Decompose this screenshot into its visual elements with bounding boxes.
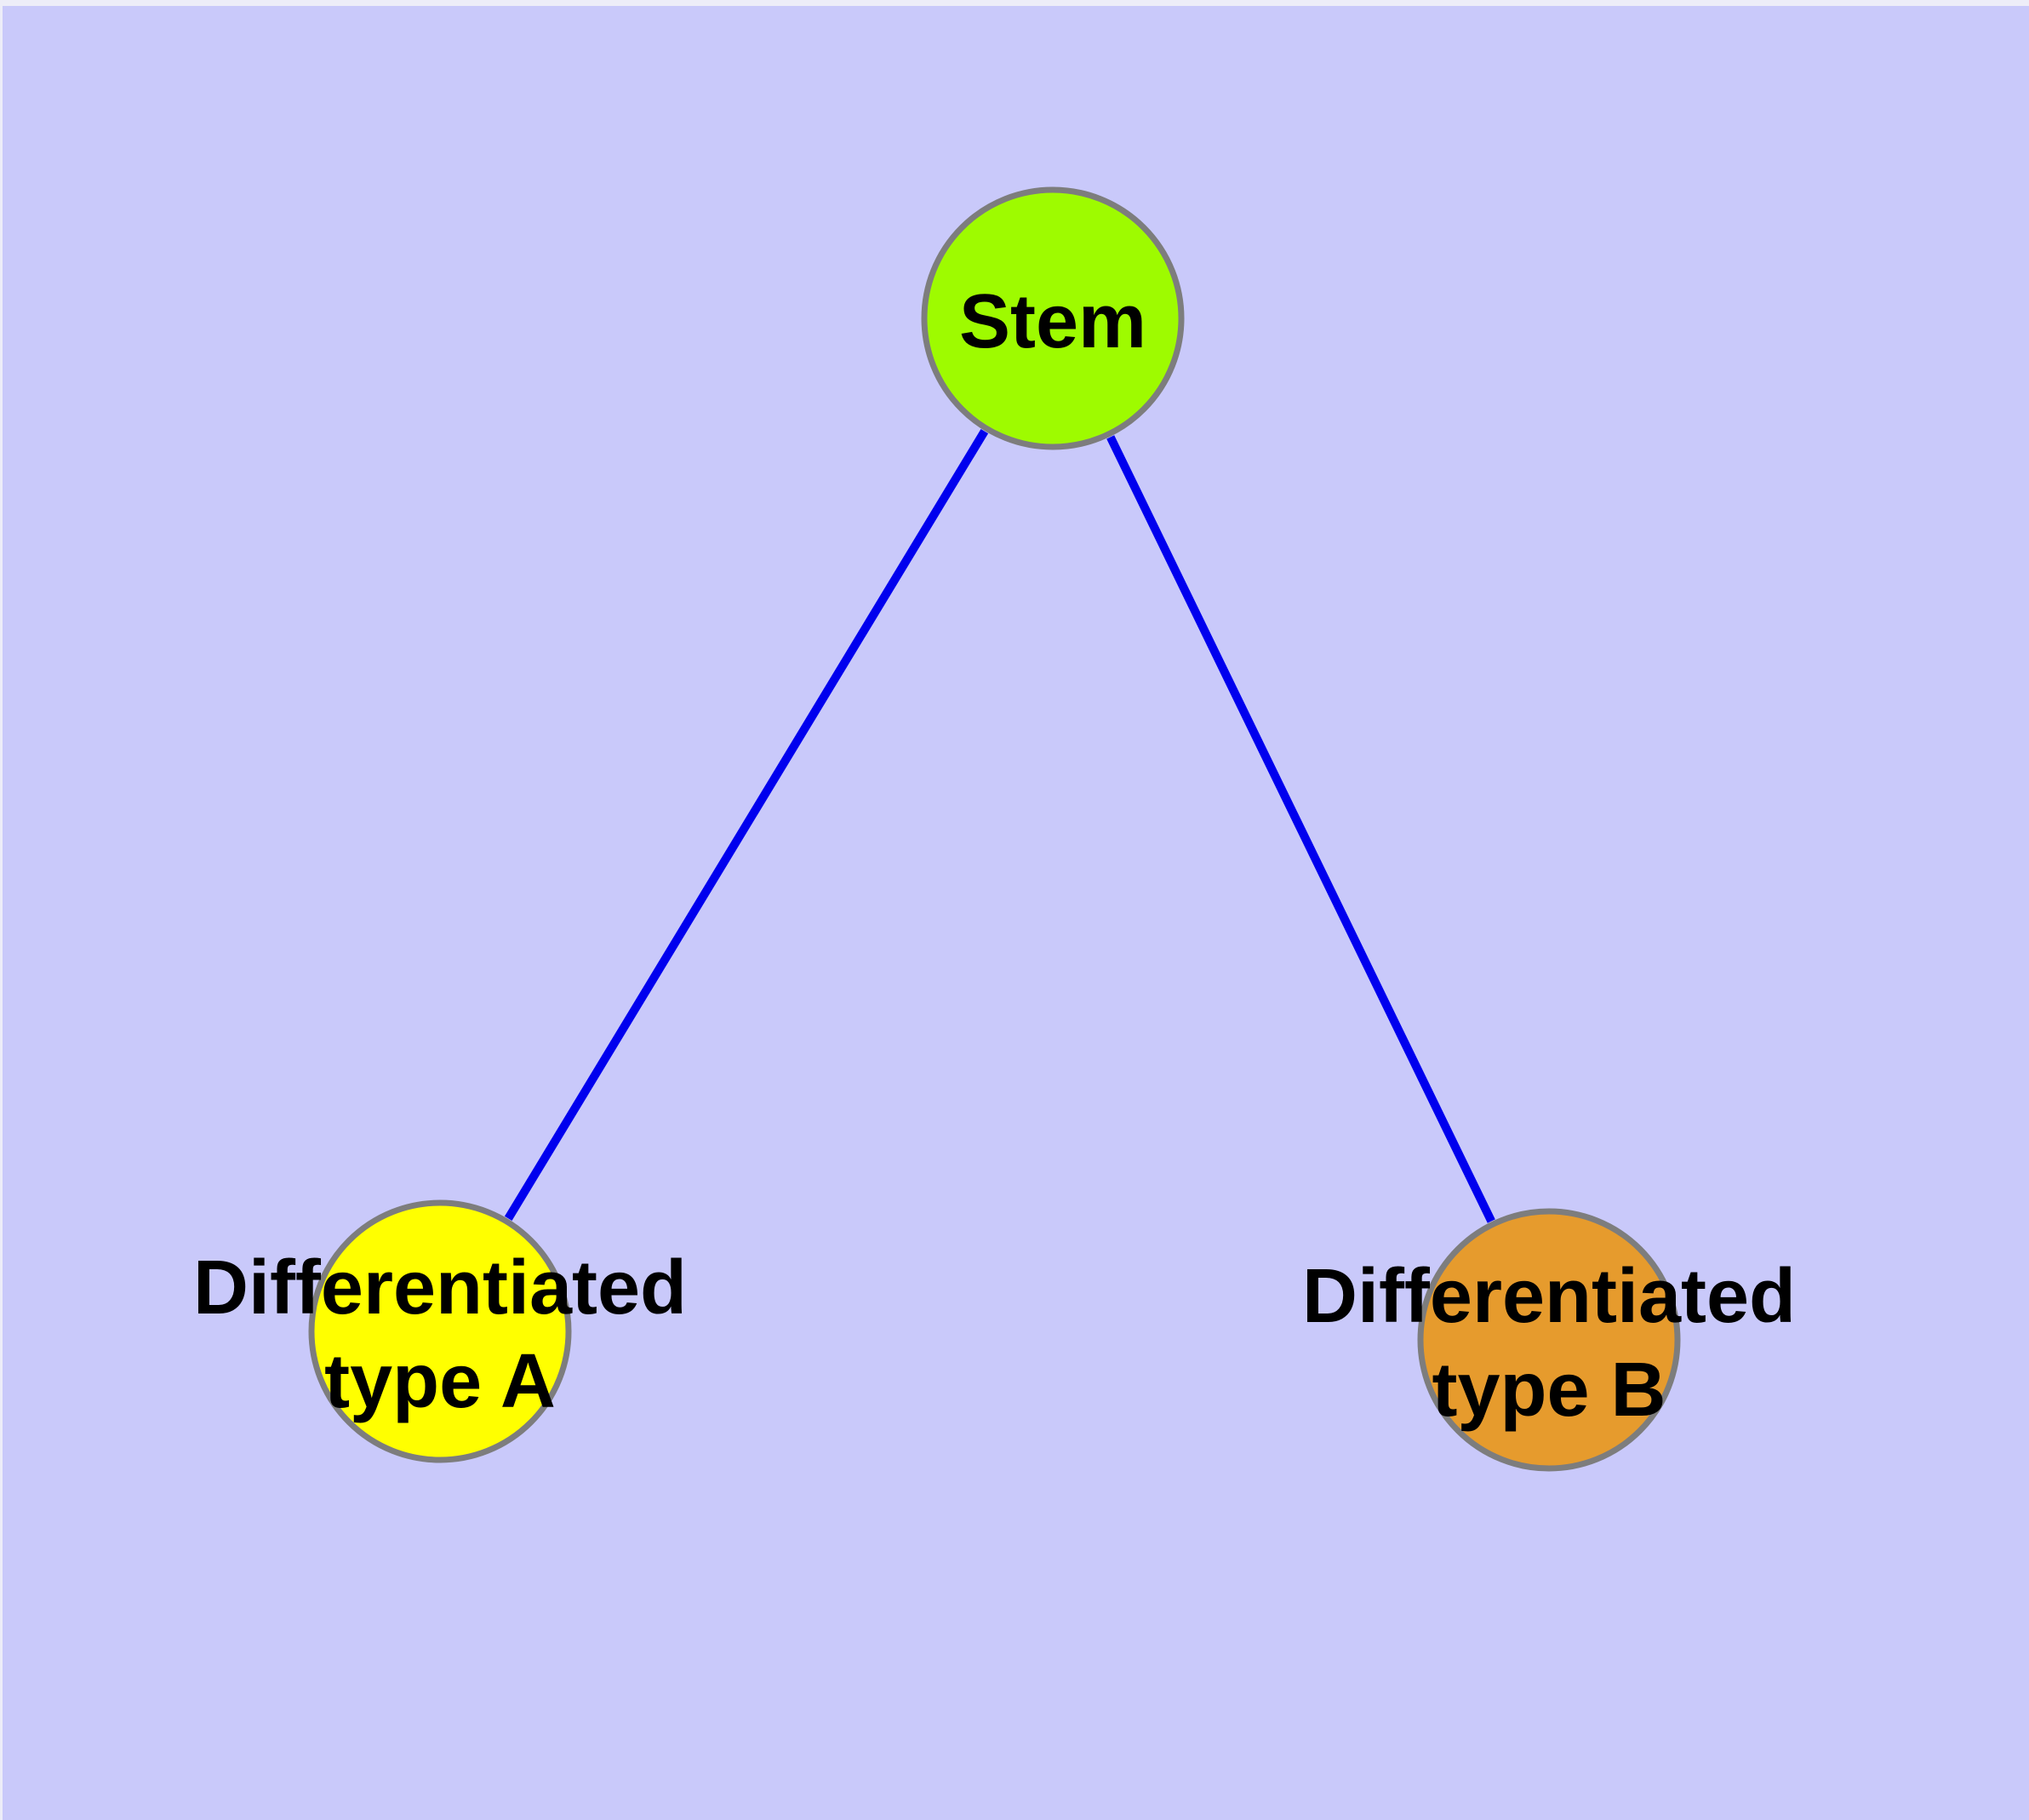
edge-stem-typeA: [504, 429, 989, 1221]
window-left-edge: [0, 0, 3, 1820]
window-top-edge: [0, 0, 2029, 6]
stem-node-label: Stem: [959, 279, 1146, 364]
edge-stem-typeB: [1106, 435, 1495, 1223]
differentiated-type-b-node: [1417, 1208, 1681, 1472]
differentiated-type-a-node: [308, 1199, 572, 1463]
stem-node: [921, 186, 1185, 450]
